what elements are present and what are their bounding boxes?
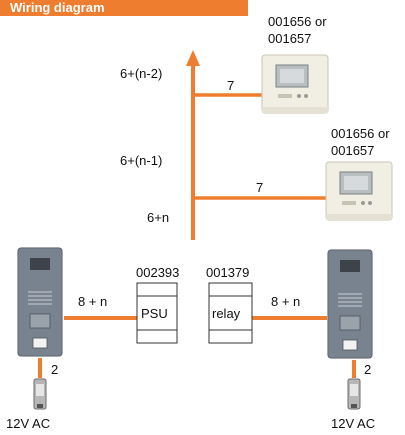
right-power-wire-label: 2 [364, 362, 371, 377]
left-cable-label: 8 + n [78, 294, 107, 309]
left-power-wire-label: 2 [51, 362, 58, 377]
psu-unit [136, 282, 178, 344]
psu-label: PSU [141, 306, 168, 321]
monitor-2-code-line-1: 001656 or [331, 126, 390, 141]
right-transformer-icon [347, 378, 361, 410]
right-cable-label: 8 + n [271, 294, 300, 309]
monitor-1-wire-label: 7 [227, 78, 234, 93]
relay-code: 001379 [206, 265, 249, 280]
left-transformer-icon [33, 378, 47, 410]
monitor-2-wire-label: 7 [256, 180, 263, 195]
monitor-1-icon [261, 54, 329, 114]
header-bar [0, 0, 248, 16]
relay-unit [208, 282, 253, 344]
right-door-panel-icon [327, 249, 373, 359]
right-power-label: 12V AC [331, 416, 375, 431]
left-door-panel-icon [17, 247, 63, 357]
psu-code: 002393 [136, 265, 179, 280]
riser-label-top: 6+(n-2) [120, 66, 162, 81]
riser-arrow-icon [186, 50, 200, 66]
left-power-label: 12V AC [6, 416, 50, 431]
monitor-2-code-line-2: 001657 [331, 143, 374, 158]
header-title: Wiring diagram [10, 0, 105, 15]
riser-label-middle: 6+(n-1) [120, 153, 162, 168]
monitor-2-icon [325, 161, 393, 221]
monitor-1-code-line-2: 001657 [268, 31, 311, 46]
riser-label-base: 6+n [147, 210, 169, 225]
relay-label: relay [212, 306, 241, 321]
monitor-1-code-line-1: 001656 or [268, 14, 327, 29]
